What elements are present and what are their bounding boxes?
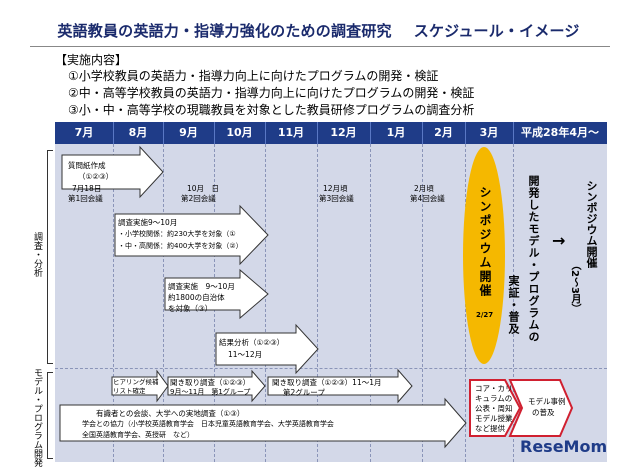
arrow-survey-univ xyxy=(114,204,269,266)
month-aug: 8月 xyxy=(128,126,148,139)
month-divider xyxy=(465,122,466,144)
red-arrow-1-line2: キュラムの xyxy=(475,394,513,403)
symposium-date: 2/27 xyxy=(476,311,494,319)
row-label-model: モデル・プログラム開発 xyxy=(32,368,42,467)
future-symposium-period: （2～3月） xyxy=(569,260,580,314)
content-item-2: ②中・高等学校教員の英語力・指導力向上に向けたプログラムの開発・検証 xyxy=(68,86,475,100)
arrow-interview-g1-line2: 9月～11月 第1グループ xyxy=(170,388,251,396)
red-arrow-1-line4: モデル授業 xyxy=(475,414,513,423)
title-main: 英語教員の英語力・指導力強化のための調査研究 xyxy=(57,22,392,40)
arrow-hearing-line1: ヒアリング候補 xyxy=(113,378,159,386)
month-divider xyxy=(265,122,266,144)
month-divider xyxy=(163,122,164,144)
timeline-header: 7月 8月 9月 10月 11月 12月 1月 2月 3月 平成28年4月～ xyxy=(55,122,607,144)
resemom-logo: ReseMom xyxy=(520,437,608,456)
arrow-red-dissemination xyxy=(508,379,574,437)
meeting-3-label: 第3回会議 xyxy=(319,194,354,203)
red-arrow-1-line5: など提供 xyxy=(475,424,505,433)
arrow-questionnaire xyxy=(61,145,164,199)
arrow-survey-local xyxy=(164,268,269,320)
row-label-survey: 調査・分析 xyxy=(32,232,42,277)
arrow-questionnaire-line2: （①②③） xyxy=(78,172,114,181)
arrow-collab-line3: 全国英語教育学会、英授研 など） xyxy=(82,431,194,439)
model-bracket xyxy=(47,372,53,459)
arrow-analysis-line1: 結果分析（①②③） xyxy=(219,338,285,347)
page-title: 英語教員の英語力・指導力強化のための調査研究 スケジュール・イメージ xyxy=(0,20,637,41)
arrow-collab-line1: 有識者との会談、大学への実地調査（①③） xyxy=(96,409,245,418)
red-arrow-1-line3: 公表・周知 xyxy=(475,404,513,413)
content-item-3: ③小・中・高等学校の現職教員を対象とした教員研修プログラムの調査分析 xyxy=(68,103,475,117)
survey-bracket xyxy=(47,150,53,364)
grid-line xyxy=(113,144,114,462)
grid-line xyxy=(163,144,164,462)
arrow-survey-univ-line2: ・小学校関係：約230大学を対象（① xyxy=(118,230,236,238)
arrow-red-curriculum xyxy=(469,379,522,437)
meeting-4-label: 第4回会議 xyxy=(410,194,445,203)
red-arrow-2-line1: モデル事例 xyxy=(528,397,566,406)
arrow-interview-g2-line2: 第2グループ xyxy=(283,388,325,397)
arrow-analysis xyxy=(215,323,319,375)
arrow-questionnaire-line1: 質問紙作成 xyxy=(68,161,106,170)
contents-heading: 【実施内容】 xyxy=(55,53,128,67)
month-jul: 7月 xyxy=(74,126,94,139)
month-dec: 12月 xyxy=(330,126,357,139)
month-divider xyxy=(513,122,514,144)
arrow-survey-local-line1: 調査実施 9～10月 xyxy=(168,282,235,291)
arrow-collab-line2: 学会との協力（小学校英語教育学会 日本児童英語教育学会、大学英語教育学会 xyxy=(82,420,334,428)
arrow-interview-g2-line1: 聞き取り調査（①②③）11～1月 xyxy=(272,378,382,387)
arrow-hearing-line2: リスト確定 xyxy=(113,387,146,395)
month-oct: 10月 xyxy=(226,126,253,139)
month-sep: 9月 xyxy=(179,126,198,139)
red-arrow-2-line2: の普及 xyxy=(532,408,555,417)
right-arrow-icon: → xyxy=(552,231,566,250)
grid-line xyxy=(422,144,423,462)
meeting-1-date: 7月18日 xyxy=(72,184,102,193)
meeting-1-label: 第1回会議 xyxy=(68,194,103,203)
meeting-2-label: 第2回会議 xyxy=(181,194,216,203)
symposium-ellipse xyxy=(463,147,505,364)
content-item-1: ①小学校教員の英語力・指導力向上に向けたプログラムの開発・検証 xyxy=(68,69,439,83)
month-divider xyxy=(317,122,318,144)
month-mar: 3月 xyxy=(479,126,499,139)
month-jan: 1月 xyxy=(386,126,406,139)
row-separator xyxy=(55,368,607,369)
arrow-collaboration xyxy=(59,397,467,449)
arrow-survey-univ-line1: 調査実施9～10月 xyxy=(118,218,178,227)
arrow-hearing-list xyxy=(111,369,169,403)
meeting-4-date: 2月頃 xyxy=(414,184,434,193)
month-feb: 2月 xyxy=(434,126,453,139)
arrow-interview-g1 xyxy=(167,369,266,403)
arrow-survey-local-line2: 約1800の自治体 xyxy=(168,293,225,302)
meeting-3-date: 12月頃 xyxy=(323,184,348,193)
title-divider xyxy=(30,46,610,47)
arrow-survey-local-line3: を対象（③） xyxy=(168,304,213,313)
future-symposium-label: シンポジウム開催 xyxy=(585,180,598,268)
month-divider xyxy=(370,122,371,144)
month-divider xyxy=(214,122,215,144)
title-sub: スケジュール・イメージ xyxy=(413,22,580,40)
grid-line xyxy=(265,144,266,462)
meeting-2-date: 10月 日 xyxy=(187,184,220,193)
grid-line xyxy=(513,144,514,462)
development-text-2: 実証・普及 xyxy=(507,275,520,335)
month-apr-h28: 平成28年4月～ xyxy=(521,126,599,139)
arrow-analysis-line2: 11～12月 xyxy=(228,350,263,359)
development-text-1: 開発したモデル・プログラムの xyxy=(527,175,540,343)
arrow-interview-g1-line1: 聞き取り調査（①②③） xyxy=(170,378,251,387)
arrow-survey-univ-line3: ・中・高関係：約400大学を対象（②） xyxy=(118,242,243,250)
grid-line xyxy=(317,144,318,462)
month-divider xyxy=(113,122,114,144)
red-arrow-1-line1: コア・カリ xyxy=(475,384,513,393)
symposium-label: シンポジウム開催 xyxy=(478,186,492,298)
grid-line xyxy=(370,144,371,462)
month-nov: 11月 xyxy=(277,126,305,139)
month-divider xyxy=(422,122,423,144)
arrow-interview-g2 xyxy=(267,368,413,404)
